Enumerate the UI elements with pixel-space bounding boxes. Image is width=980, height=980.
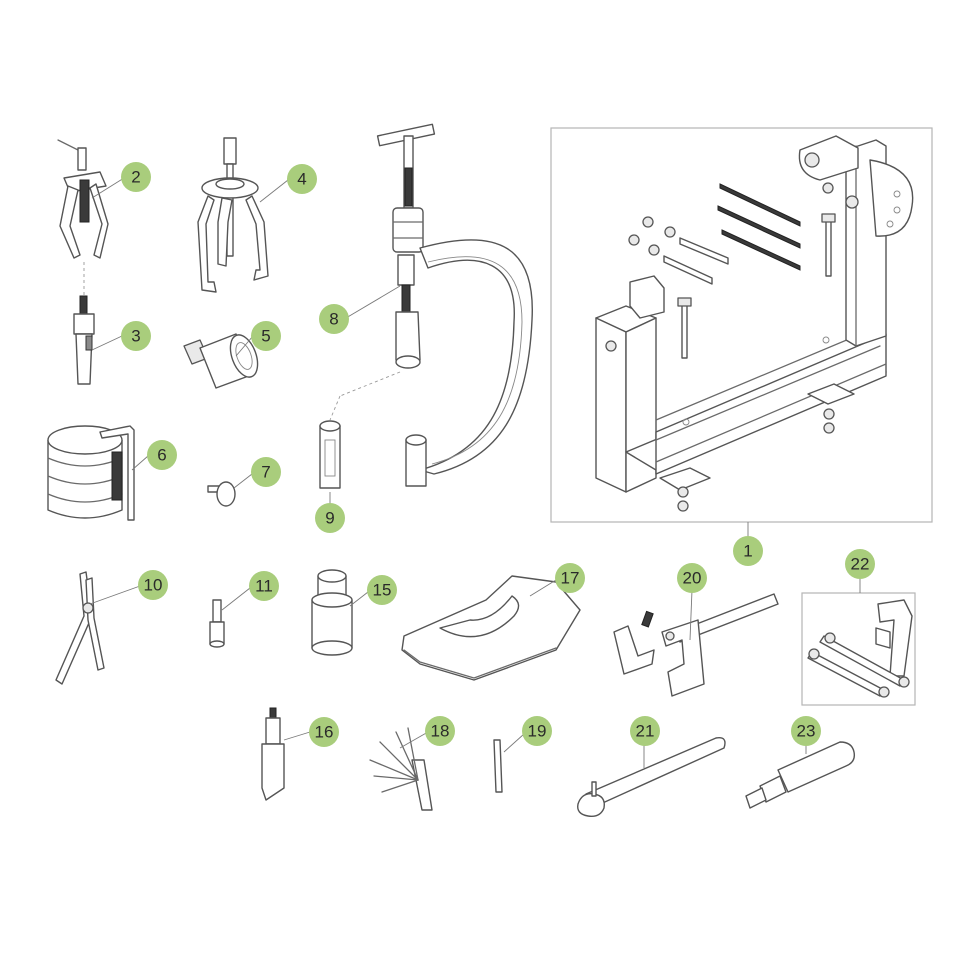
- part-23-drift: [745, 741, 856, 809]
- callout-20: 20: [677, 563, 707, 593]
- part-7-pin: [207, 481, 236, 507]
- part-5-adapter: [183, 333, 259, 389]
- callout-4: 4: [287, 164, 317, 194]
- callout-9: 9: [315, 503, 345, 533]
- callout-23: 23: [791, 716, 821, 746]
- callout-18: 18: [425, 716, 455, 746]
- callout-6: 6: [147, 440, 177, 470]
- svg-text:18: 18: [431, 722, 450, 741]
- part-10-circlip-pliers: [55, 571, 105, 685]
- part-11-drift-pin: [209, 599, 225, 648]
- callout-19: 19: [522, 716, 552, 746]
- leader-lines: [89, 177, 861, 768]
- part-2-jaw-puller: [57, 139, 109, 296]
- svg-text:21: 21: [636, 722, 655, 741]
- part-1-engine-stand: [595, 135, 914, 512]
- callout-10: 10: [138, 570, 168, 600]
- svg-text:3: 3: [131, 327, 140, 346]
- callout-2: 2: [121, 162, 151, 192]
- svg-text:9: 9: [325, 509, 334, 528]
- svg-text:20: 20: [683, 569, 702, 588]
- part-19-pin: [493, 739, 503, 793]
- part-15-socket: [311, 569, 353, 656]
- part-17-support-plate: [401, 575, 581, 681]
- callout-1: 1: [733, 536, 763, 566]
- callout-22: 22: [845, 549, 875, 579]
- svg-text:5: 5: [261, 327, 270, 346]
- callout-7: 7: [251, 457, 281, 487]
- callout-17: 17: [555, 563, 585, 593]
- svg-text:19: 19: [528, 722, 547, 741]
- svg-text:2: 2: [131, 168, 140, 187]
- part-8-c-clamp: [329, 123, 533, 487]
- callout-5: 5: [251, 321, 281, 351]
- part-9-spring-cage: [319, 420, 341, 489]
- svg-text:4: 4: [297, 170, 306, 189]
- part-6-ring-compressor: [47, 425, 135, 521]
- kit-22-frame: [801, 592, 916, 706]
- part-22-bracket-kit: [807, 599, 913, 698]
- callout-8: 8: [319, 304, 349, 334]
- svg-text:6: 6: [157, 446, 166, 465]
- part-20-holding-tool: [613, 593, 779, 697]
- svg-text:17: 17: [561, 569, 580, 588]
- part-4-bearing-puller: [197, 137, 269, 293]
- svg-text:1: 1: [743, 542, 752, 561]
- stand-assembly-frame: [550, 127, 933, 523]
- part-3-puller-spindle: [73, 295, 95, 385]
- callout-15: 15: [367, 575, 397, 605]
- svg-text:16: 16: [315, 723, 334, 742]
- svg-text:11: 11: [255, 577, 273, 596]
- part-18-feeler-gauge: [369, 727, 433, 811]
- svg-text:7: 7: [261, 463, 270, 482]
- part-21-spanner: [577, 737, 726, 818]
- svg-text:15: 15: [373, 581, 392, 600]
- svg-text:22: 22: [851, 555, 870, 574]
- svg-text:8: 8: [329, 310, 338, 329]
- callout-21: 21: [630, 716, 660, 746]
- part-16-valve-tool: [261, 707, 285, 801]
- callout-11: 11: [249, 571, 279, 601]
- callout-16: 16: [309, 717, 339, 747]
- callout-3: 3: [121, 321, 151, 351]
- svg-text:23: 23: [797, 722, 816, 741]
- svg-text:10: 10: [144, 576, 163, 595]
